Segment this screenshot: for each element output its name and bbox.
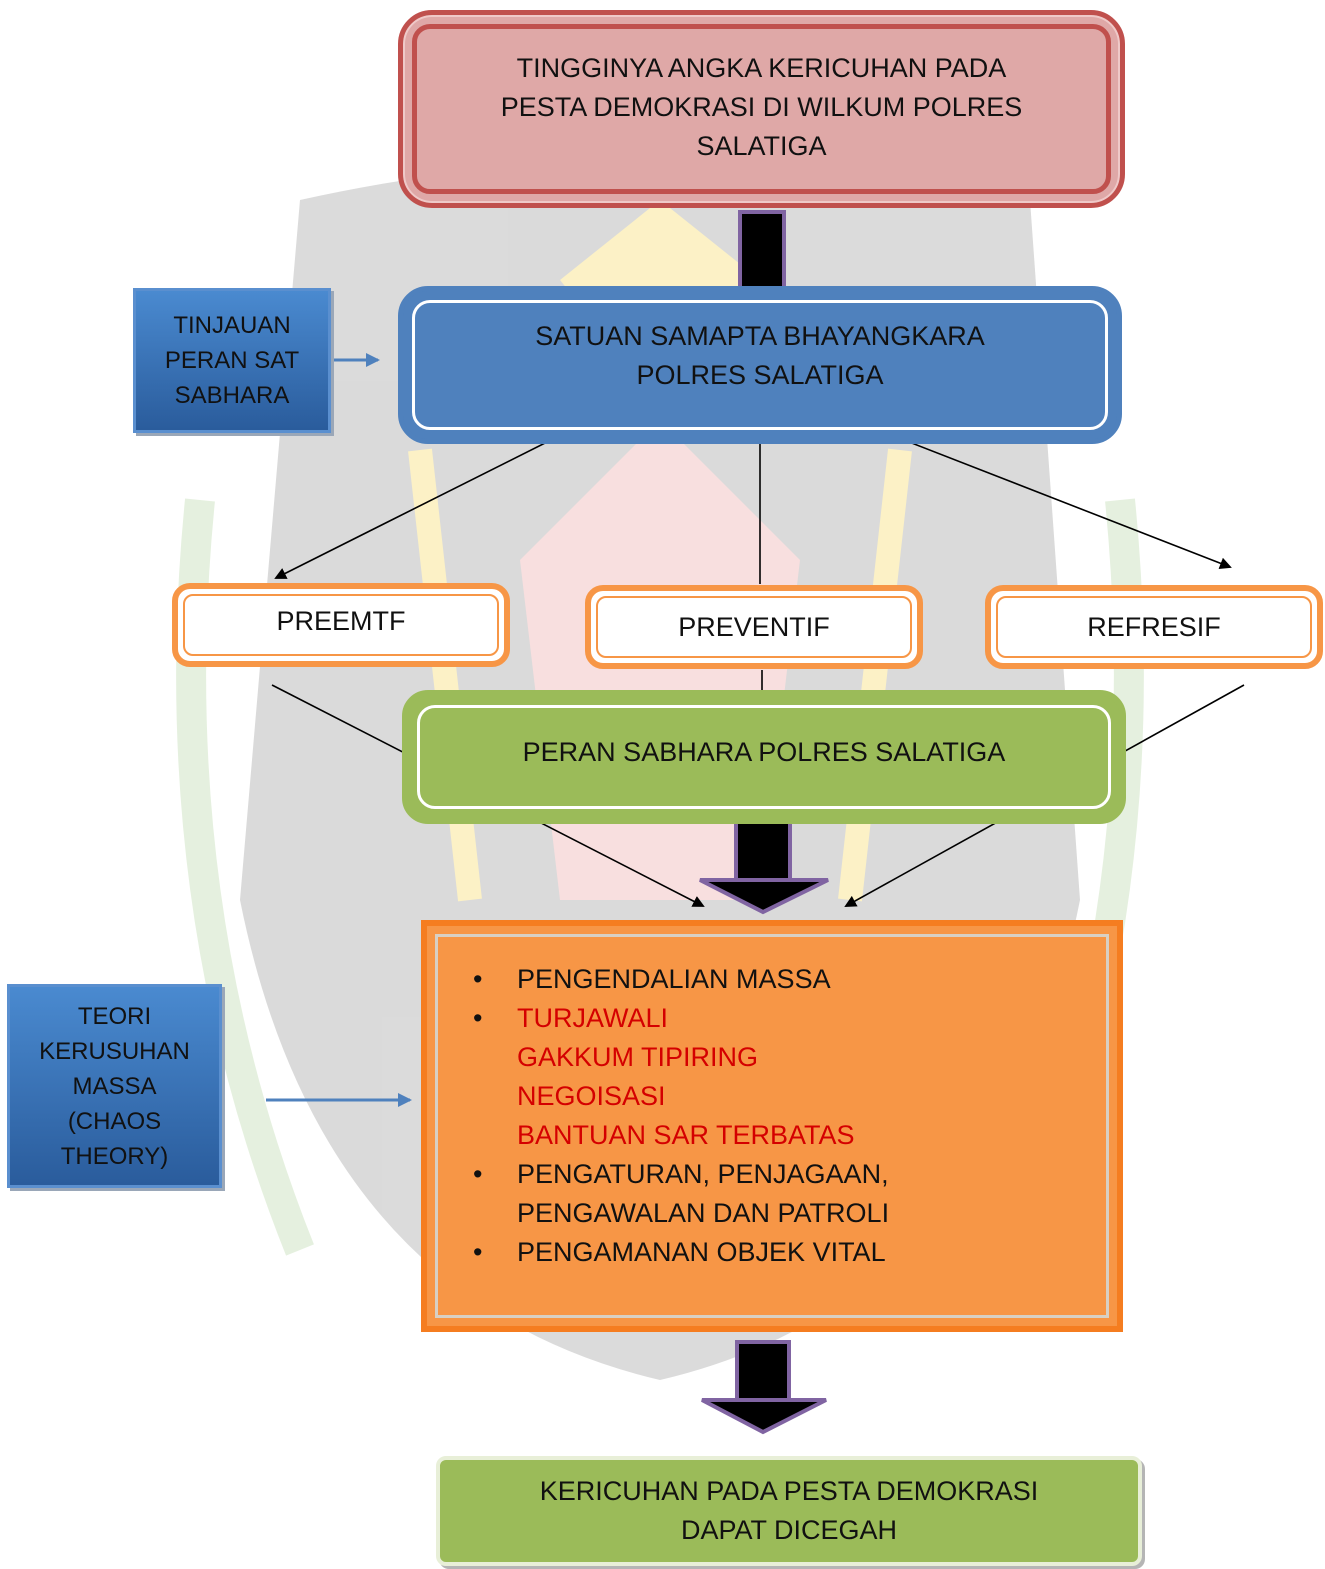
bullet: • [473,1159,483,1189]
item-pengaturan-line-1: PENGATURAN, PENJAGAAN, [517,1159,889,1189]
list-item: • PENGATURAN, PENJAGAAN, PENGAWALAN DAN … [473,1155,1077,1233]
teori-box: TEORI KERUSUHAN MASSA (CHAOS THEORY) [7,984,222,1188]
item-gakkum: GAKKUM TIPIRING [517,1042,759,1072]
item-bantuan-sar: BANTUAN SAR TERBATAS [517,1120,855,1150]
role-list: • PENGENDALIAN MASSA • TURJAWALI GAKKUM … [473,960,1077,1272]
outcome-box: KERICUHAN PADA PESTA DEMOKRASI DAPAT DIC… [436,1456,1142,1566]
teori-line-1: TEORI [77,1002,152,1030]
preventif-label: PREVENTIF [678,611,830,642]
satuan-box: SATUAN SAMAPTA BHAYANGKARA POLRES SALATI… [398,286,1122,444]
problem-line-2: PESTA DEMOKRASI DI WILKUM POLRES [500,91,1023,122]
teori-line-3: MASSA [72,1072,157,1100]
item-negoisasi: NEGOISASI [517,1081,666,1111]
outcome-line-1: KERICUHAN PADA PESTA DEMOKRASI [539,1476,1039,1506]
item-pengamanan: PENGAMANAN OBJEK VITAL [517,1237,886,1267]
role-list-box: • PENGENDALIAN MASSA • TURJAWALI GAKKUM … [421,920,1123,1332]
preemtf-box: PREEMTF [172,583,510,667]
list-item: • PENGAMANAN OBJEK VITAL [473,1233,1077,1272]
block-arrow-bottom [701,1340,827,1435]
outcome-line-2: DAPAT DICEGAH [680,1515,898,1545]
tinjauan-line-2: PERAN SAT [164,347,300,374]
problem-box: TINGGINYA ANGKA KERICUHAN PADA PESTA DEM… [398,10,1125,208]
peran-box: PERAN SABHARA POLRES SALATIGA [402,690,1126,824]
problem-line-3: SALATIGA [696,130,827,161]
tinjauan-box: TINJAUAN PERAN SAT SABHARA [133,288,331,433]
preemtf-label: PREEMTF [276,605,406,636]
item-pengendalian: PENGENDALIAN MASSA [517,964,831,994]
arrow-satuan-to-preemtf [274,431,568,579]
tinjauan-line-1: TINJAUAN [173,312,291,339]
teori-line-2: KERUSUHAN [39,1037,190,1065]
teori-line-4: (CHAOS [67,1107,162,1135]
list-item: • TURJAWALI GAKKUM TIPIRING NEGOISASI BA… [473,999,1077,1155]
list-item: • PENGENDALIAN MASSA [473,960,1077,999]
tinjauan-line-3: SABHARA [174,382,290,409]
block-arrow-middle [699,816,829,915]
item-turjawali: TURJAWALI [517,1003,669,1033]
satuan-line-1: SATUAN SAMAPTA BHAYANGKARA [535,321,985,351]
refresif-box: REFRESIF [985,585,1323,669]
satuan-line-2: POLRES SALATIGA [636,360,884,390]
problem-line-1: TINGGINYA ANGKA KERICUHAN PADA [516,52,1007,83]
refresif-label: REFRESIF [1087,611,1221,642]
bullet: • [473,1237,483,1267]
peran-label: PERAN SABHARA POLRES SALATIGA [522,736,1006,767]
teori-line-5: THEORY) [60,1142,169,1170]
item-pengaturan-line-2: PENGAWALAN DAN PATROLI [517,1198,890,1228]
preventif-box: PREVENTIF [585,585,923,669]
bullet: • [473,964,483,994]
bullet: • [473,1003,483,1033]
